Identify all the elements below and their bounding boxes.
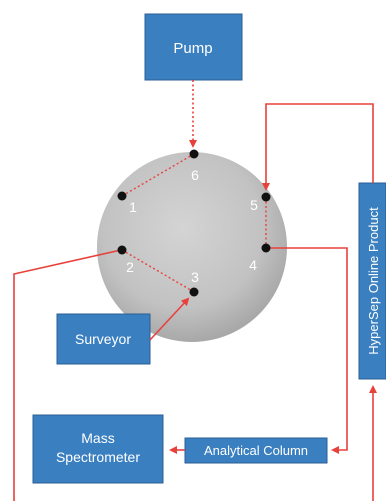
port-1-dot	[117, 191, 127, 201]
port-4-label: 4	[249, 257, 257, 273]
port2-to-waste-line	[13, 249, 122, 501]
port-4-dot	[261, 243, 271, 253]
port-1-label: 1	[129, 199, 137, 215]
port-5-label: 5	[250, 197, 258, 213]
port4-to-column-line	[266, 247, 348, 454]
port-2-label: 2	[126, 259, 134, 275]
port-6-dot	[189, 149, 199, 159]
pump-box: Pump	[144, 13, 243, 81]
connection-6-1	[121, 153, 195, 197]
mass-spectrometer-label-line2: Spectrometer	[56, 449, 140, 465]
mass-spectrometer-label-line1: Mass	[81, 430, 114, 446]
port-3-dot	[189, 287, 199, 297]
port-3-label: 3	[191, 269, 199, 285]
valve-body	[97, 152, 287, 342]
port-5-dot	[261, 192, 271, 202]
surveyor-box: Surveyor	[56, 313, 151, 365]
port-6-label: 6	[191, 167, 199, 183]
surveyor-to-port3-line	[149, 297, 190, 341]
port-2-dot	[117, 245, 127, 255]
connection-2-3	[121, 249, 195, 293]
hypersep-to-port5-line	[262, 103, 374, 191]
hypersep-label: HyperSep Online Product	[366, 207, 381, 355]
analytical-column-box: Analytical Column	[184, 437, 328, 464]
pump-label: Pump	[173, 40, 212, 57]
mass-spectrometer-box: Mass Spectrometer	[32, 414, 164, 484]
surveyor-label: Surveyor	[75, 331, 131, 347]
hypersep-box: HyperSep Online Product	[358, 182, 386, 380]
analytical-column-label: Analytical Column	[204, 443, 308, 458]
